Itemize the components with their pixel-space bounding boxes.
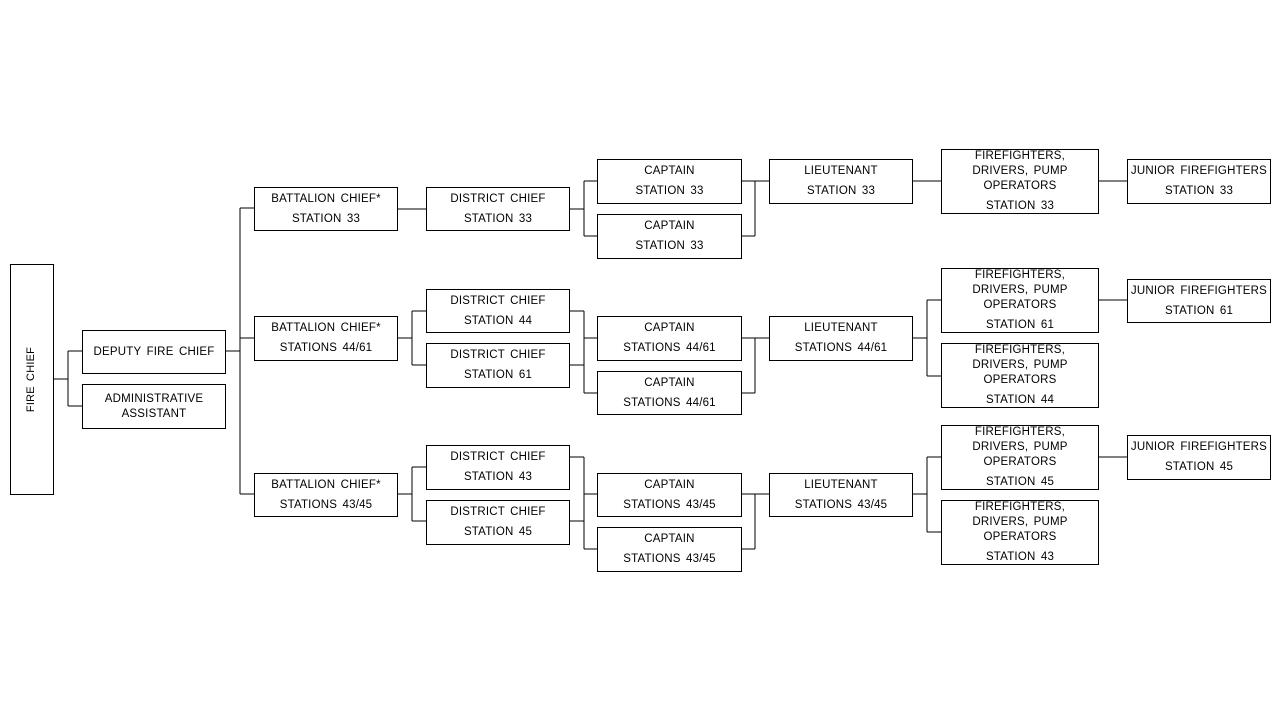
district-chief-45-box[interactable]: DISTRICT CHIEF STATION 45 bbox=[426, 500, 570, 545]
battalion-chief-4345-station: STATIONS 43/45 bbox=[279, 498, 373, 511]
captain-4461-a-box[interactable]: CAPTAIN STATIONS 44/61 bbox=[597, 316, 742, 361]
fire-chief-label: FIRE CHIEF bbox=[25, 346, 38, 413]
captain-33-a-title: CAPTAIN bbox=[644, 165, 695, 177]
connector-district-4345 bbox=[570, 456, 597, 550]
firefighters-33-station: STATION 33 bbox=[985, 200, 1055, 212]
junior-firefighters-45-title: JUNIOR FIREFIGHTERS bbox=[1130, 441, 1268, 453]
captain-4461-a-title: CAPTAIN bbox=[644, 322, 695, 334]
firefighters-61-station: STATION 61 bbox=[985, 319, 1055, 331]
lieutenant-4461-title: LIEUTENANT bbox=[804, 322, 878, 334]
district-chief-61-station: STATION 61 bbox=[463, 369, 533, 381]
connector-deputy bbox=[226, 207, 254, 495]
firefighters-45-box[interactable]: FIREFIGHTERS, DRIVERS, PUMP OPERATORS ST… bbox=[941, 425, 1099, 490]
junior-firefighters-33-title: JUNIOR FIREFIGHTERS bbox=[1130, 165, 1268, 177]
district-chief-43-title: DISTRICT CHIEF bbox=[450, 451, 546, 463]
connector-captains-4345 bbox=[742, 493, 769, 550]
captain-4461-b-title: CAPTAIN bbox=[644, 376, 695, 389]
battalion-chief-33-title: BATTALION CHIEF* bbox=[271, 192, 381, 205]
battalion-chief-33-station: STATION 33 bbox=[291, 212, 361, 225]
captain-4345-a-station: STATIONS 43/45 bbox=[623, 498, 716, 511]
district-chief-33-box[interactable]: DISTRICT CHIEF STATION 33 bbox=[426, 187, 570, 231]
firefighters-45-station: STATION 45 bbox=[985, 476, 1055, 488]
lieutenant-33-box[interactable]: LIEUTENANT STATION 33 bbox=[769, 159, 913, 204]
captain-4461-b-station: STATIONS 44/61 bbox=[623, 396, 716, 409]
lieutenant-4345-station: STATIONS 43/45 bbox=[794, 498, 888, 511]
district-chief-44-title: DISTRICT CHIEF bbox=[450, 294, 546, 307]
fire-chief-box[interactable]: FIRE CHIEF bbox=[10, 264, 54, 495]
captain-4461-b-box[interactable]: CAPTAIN STATIONS 44/61 bbox=[597, 371, 742, 415]
captain-4345-b-station: STATIONS 43/45 bbox=[623, 553, 716, 565]
firefighters-61-title: FIREFIGHTERS, DRIVERS, PUMP OPERATORS bbox=[972, 269, 1068, 311]
connector-battalion-4461 bbox=[398, 310, 426, 366]
captain-33-b-box[interactable]: CAPTAIN STATION 33 bbox=[597, 214, 742, 259]
captain-33-b-title: CAPTAIN bbox=[644, 220, 695, 232]
connector-lieutenant-4345 bbox=[913, 456, 941, 533]
battalion-chief-4461-station: STATIONS 44/61 bbox=[279, 342, 373, 354]
firefighters-45-title: FIREFIGHTERS, DRIVERS, PUMP OPERATORS bbox=[972, 426, 1068, 468]
district-chief-43-station: STATION 43 bbox=[463, 471, 533, 483]
battalion-chief-4345-box[interactable]: BATTALION CHIEF* STATIONS 43/45 bbox=[254, 473, 398, 517]
firefighters-43-title: FIREFIGHTERS, DRIVERS, PUMP OPERATORS bbox=[972, 501, 1068, 543]
captain-4345-b-box[interactable]: CAPTAIN STATIONS 43/45 bbox=[597, 527, 742, 572]
firefighters-44-station: STATION 44 bbox=[985, 394, 1055, 406]
district-chief-44-station: STATION 44 bbox=[463, 314, 533, 327]
captain-33-a-station: STATION 33 bbox=[635, 185, 704, 197]
firefighters-43-box[interactable]: FIREFIGHTERS, DRIVERS, PUMP OPERATORS ST… bbox=[941, 500, 1099, 565]
junior-firefighters-61-title: JUNIOR FIREFIGHTERS bbox=[1130, 284, 1268, 297]
junior-firefighters-33-station: STATION 33 bbox=[1164, 185, 1234, 197]
connector-district-4461 bbox=[570, 310, 597, 394]
administrative-assistant-label: ADMINISTRATIVE ASSISTANT bbox=[104, 392, 204, 420]
administrative-assistant-box[interactable]: ADMINISTRATIVE ASSISTANT bbox=[82, 384, 226, 429]
battalion-chief-4345-title: BATTALION CHIEF* bbox=[271, 478, 381, 491]
junior-firefighters-45-station: STATION 45 bbox=[1164, 461, 1234, 473]
lieutenant-4461-station: STATIONS 44/61 bbox=[794, 342, 888, 354]
firefighters-43-station: STATION 43 bbox=[985, 551, 1055, 563]
battalion-chief-4461-box[interactable]: BATTALION CHIEF* STATIONS 44/61 bbox=[254, 316, 398, 361]
firefighters-61-box[interactable]: FIREFIGHTERS, DRIVERS, PUMP OPERATORS ST… bbox=[941, 268, 1099, 333]
district-chief-61-title: DISTRICT CHIEF bbox=[450, 349, 546, 361]
captain-4345-a-box[interactable]: CAPTAIN STATIONS 43/45 bbox=[597, 473, 742, 517]
lieutenant-33-title: LIEUTENANT bbox=[804, 165, 878, 177]
district-chief-44-box[interactable]: DISTRICT CHIEF STATION 44 bbox=[426, 289, 570, 333]
lieutenant-4461-box[interactable]: LIEUTENANT STATIONS 44/61 bbox=[769, 316, 913, 361]
firefighters-33-box[interactable]: FIREFIGHTERS, DRIVERS, PUMP OPERATORS ST… bbox=[941, 149, 1099, 214]
lieutenant-33-station: STATION 33 bbox=[806, 185, 876, 197]
lieutenant-4345-box[interactable]: LIEUTENANT STATIONS 43/45 bbox=[769, 473, 913, 517]
firefighters-33-title: FIREFIGHTERS, DRIVERS, PUMP OPERATORS bbox=[972, 150, 1068, 192]
connector-captains-4461 bbox=[742, 337, 769, 394]
connector-lieutenant-4461 bbox=[913, 299, 941, 377]
captain-4345-a-title: CAPTAIN bbox=[644, 478, 695, 491]
battalion-chief-4461-title: BATTALION CHIEF* bbox=[271, 322, 381, 334]
junior-firefighters-61-station: STATION 61 bbox=[1164, 304, 1234, 317]
captain-33-a-box[interactable]: CAPTAIN STATION 33 bbox=[597, 159, 742, 204]
junior-firefighters-45-box[interactable]: JUNIOR FIREFIGHTERS STATION 45 bbox=[1127, 435, 1271, 480]
district-chief-33-title: DISTRICT CHIEF bbox=[450, 192, 546, 205]
junior-firefighters-33-box[interactable]: JUNIOR FIREFIGHTERS STATION 33 bbox=[1127, 159, 1271, 204]
connector-fire-chief bbox=[53, 350, 82, 407]
lieutenant-4345-title: LIEUTENANT bbox=[804, 478, 878, 491]
deputy-fire-chief-label: DEPUTY FIRE CHIEF bbox=[93, 345, 215, 358]
junior-firefighters-61-box[interactable]: JUNIOR FIREFIGHTERS STATION 61 bbox=[1127, 279, 1271, 323]
district-chief-45-title: DISTRICT CHIEF bbox=[450, 506, 546, 518]
connector-captains-33 bbox=[742, 180, 769, 237]
connector-battalion-4345 bbox=[398, 466, 426, 522]
captain-33-b-station: STATION 33 bbox=[635, 240, 704, 252]
firefighters-44-box[interactable]: FIREFIGHTERS, DRIVERS, PUMP OPERATORS ST… bbox=[941, 343, 1099, 408]
firefighters-44-title: FIREFIGHTERS, DRIVERS, PUMP OPERATORS bbox=[972, 344, 1068, 386]
connector-district-33 bbox=[570, 180, 597, 237]
district-chief-61-box[interactable]: DISTRICT CHIEF STATION 61 bbox=[426, 343, 570, 388]
district-chief-45-station: STATION 45 bbox=[463, 526, 533, 538]
deputy-fire-chief-box[interactable]: DEPUTY FIRE CHIEF bbox=[82, 330, 226, 374]
district-chief-33-station: STATION 33 bbox=[463, 212, 533, 225]
battalion-chief-33-box[interactable]: BATTALION CHIEF* STATION 33 bbox=[254, 187, 398, 231]
captain-4345-b-title: CAPTAIN bbox=[644, 533, 695, 545]
captain-4461-a-station: STATIONS 44/61 bbox=[623, 342, 716, 354]
district-chief-43-box[interactable]: DISTRICT CHIEF STATION 43 bbox=[426, 445, 570, 490]
